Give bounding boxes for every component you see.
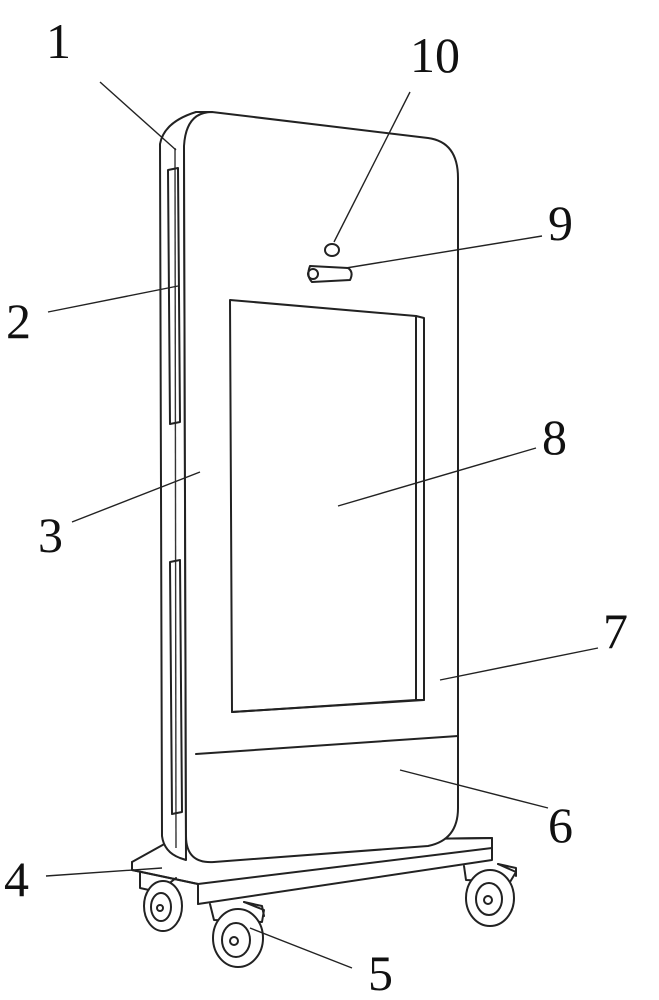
- card-reader-slot: [307, 265, 353, 283]
- display-screen: [229, 299, 425, 713]
- caster-wheel-front-center: [209, 901, 265, 968]
- label-1: 1: [46, 13, 71, 69]
- label-5: 5: [368, 945, 393, 1000]
- side-vent-slot-lower: [169, 559, 183, 815]
- leader-line-1: [99, 81, 177, 151]
- label-7: 7: [603, 603, 628, 659]
- label-3: 3: [38, 507, 63, 563]
- lower-panel-divider: [195, 735, 459, 755]
- leader-line-10: [333, 91, 411, 243]
- indicator-lamp: [324, 243, 340, 257]
- leader-line-3: [71, 471, 201, 523]
- label-8: 8: [542, 409, 567, 465]
- label-4: 4: [4, 851, 29, 907]
- leader-line-6: [399, 769, 549, 809]
- label-10: 10: [410, 27, 460, 83]
- leader-line-5: [249, 927, 353, 969]
- leader-line-8: [337, 447, 537, 507]
- leader-lines: [45, 81, 599, 969]
- leader-line-9: [345, 235, 543, 269]
- label-9: 9: [548, 195, 573, 251]
- leader-line-4: [45, 867, 163, 877]
- side-vent-slot-upper: [167, 167, 181, 425]
- label-6: 6: [548, 797, 573, 853]
- reference-numerals: 1 2 3 4 5 6 7 8 9 10: [4, 13, 628, 1000]
- caster-wheel-front-left: [139, 871, 183, 932]
- caster-wheel-rear-right: [463, 863, 517, 927]
- leader-line-7: [439, 647, 599, 681]
- label-2: 2: [6, 293, 31, 349]
- leader-line-2: [47, 285, 179, 313]
